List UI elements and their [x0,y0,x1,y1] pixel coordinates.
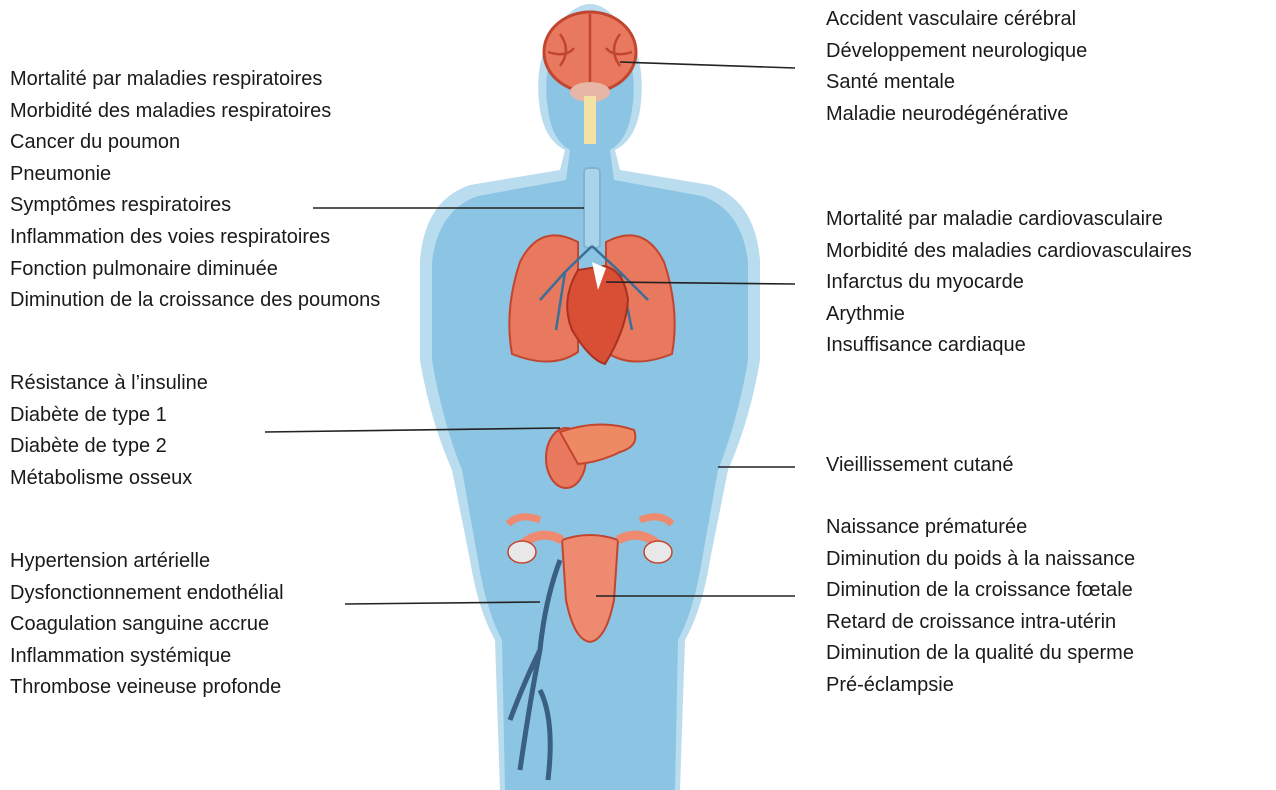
skin-effects-list: Vieillissement cutané [826,450,1014,482]
list-item: Mortalité par maladie cardiovasculaire [826,204,1192,236]
brain-leader-line [620,62,795,68]
metabolic-effects-list: Résistance à l’insuline Diabète de type … [10,368,208,494]
list-item: Inflammation systémique [10,641,284,673]
list-item: Mortalité par maladies respiratoires [10,64,380,96]
list-item: Retard de croissance intra-utérin [826,607,1135,639]
list-item: Métabolisme osseux [10,463,208,495]
list-item: Pré-éclampsie [826,670,1135,702]
list-item: Maladie neurodégénérative [826,99,1087,131]
list-item: Hypertension artérielle [10,546,284,578]
list-item: Développement neurologique [826,36,1087,68]
respiratory-effects-list: Mortalité par maladies respiratoires Mor… [10,64,380,317]
cardio-effects-list: Mortalité par maladie cardiovasculaire M… [826,204,1192,362]
list-item: Insuffisance cardiaque [826,330,1192,362]
spinal-cord-icon [584,96,596,144]
reproductive-effects-list: Naissance prématurée Diminution du poids… [826,512,1135,702]
list-item: Résistance à l’insuline [10,368,208,400]
list-item: Coagulation sanguine accrue [10,609,284,641]
list-item: Diminution du poids à la naissance [826,544,1135,576]
list-item: Cancer du poumon [10,127,380,159]
list-item: Accident vasculaire cérébral [826,4,1087,36]
list-item: Diminution de la qualité du sperme [826,638,1135,670]
list-item: Fonction pulmonaire diminuée [10,254,380,286]
vascular-effects-list: Hypertension artérielle Dysfonctionnemen… [10,546,284,704]
list-item: Naissance prématurée [826,512,1135,544]
trachea-icon [584,168,600,248]
list-item: Vieillissement cutané [826,450,1014,482]
list-item: Symptômes respiratoires [10,190,380,222]
list-item: Diabète de type 1 [10,400,208,432]
brain-effects-list: Accident vasculaire cérébral Développeme… [826,4,1087,130]
list-item: Inflammation des voies respiratoires [10,222,380,254]
list-item: Arythmie [826,299,1192,331]
list-item: Santé mentale [826,67,1087,99]
list-item: Infarctus du myocarde [826,267,1192,299]
list-item: Morbidité des maladies respiratoires [10,96,380,128]
list-item: Diminution de la croissance des poumons [10,285,380,317]
list-item: Dysfonctionnement endothélial [10,578,284,610]
list-item: Pneumonie [10,159,380,191]
list-item: Morbidité des maladies cardiovasculaires [826,236,1192,268]
list-item: Diminution de la croissance fœtale [826,575,1135,607]
list-item: Thrombose veineuse profonde [10,672,284,704]
list-item: Diabète de type 2 [10,431,208,463]
